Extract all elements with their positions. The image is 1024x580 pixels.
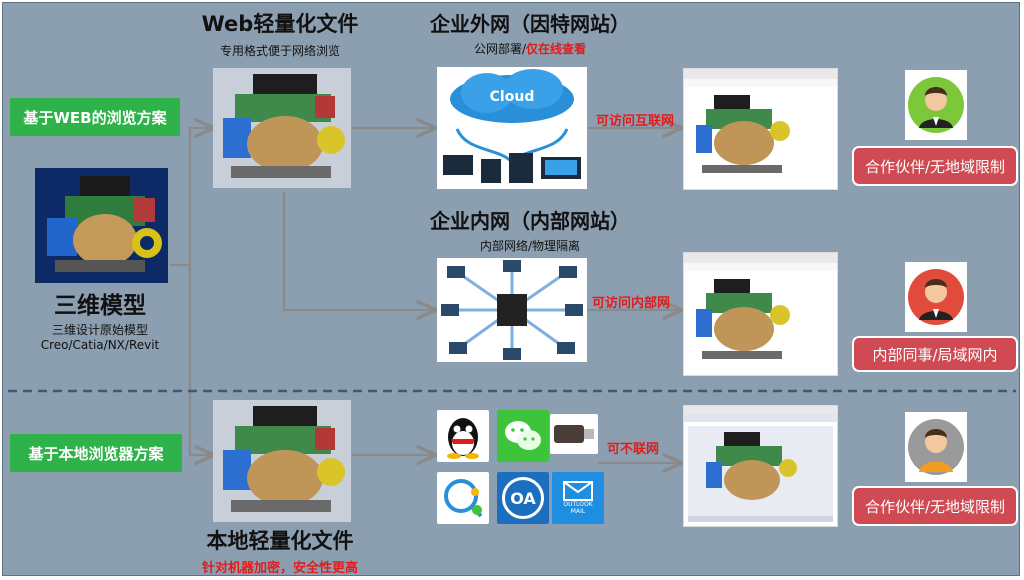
wechat-app-icon — [497, 410, 549, 462]
local-file-engine-image — [213, 400, 351, 522]
intranet-title: 企业内网（内部网站） — [430, 209, 630, 233]
trunk-line-down — [188, 265, 212, 455]
internal-avatar-red — [905, 262, 967, 332]
model-title: 三维模型 — [54, 293, 146, 319]
local-file-title: 本地轻量化文件 — [206, 529, 354, 553]
partner-local-badge-text: 合作伙伴/无地域限制 — [864, 497, 1006, 516]
internal-badge-text: 内部同事/局域网内 — [872, 345, 998, 364]
extranet-access-label: 可访问互联网 — [596, 114, 675, 129]
extranet-browser-screenshot — [683, 68, 838, 190]
web-file-engine-image — [213, 68, 351, 188]
partner-local-badge: 合作伙伴/无地域限制 — [852, 486, 1018, 526]
extranet-title: 企业外网（因特网站） — [430, 12, 630, 36]
extranet-subtitle-red: 仅在线查看 — [526, 42, 587, 56]
usb-drive-icon — [550, 414, 598, 454]
intranet-access-label: 可访问内部网 — [592, 296, 671, 311]
intranet-browser-screenshot — [683, 252, 838, 376]
local-scheme-label: 基于本地浏览器方案 — [10, 434, 182, 472]
partner-avatar-green — [905, 70, 967, 140]
trunk-line — [170, 128, 212, 267]
internal-badge: 内部同事/局域网内 — [852, 336, 1018, 372]
model-desc: 三维设计原始模型 — [51, 323, 148, 337]
partner-avatar-orange — [905, 412, 967, 482]
cloud-label: Cloud — [489, 89, 535, 105]
oa-app-label: OA — [502, 477, 544, 519]
outlook-mail-label: OUTLOOK MAIL — [563, 501, 593, 515]
extranet-subtitle-plain: 公网部署/ — [473, 42, 527, 56]
web-scheme-label: 基于WEB的浏览方案 — [10, 98, 180, 136]
cloud-network-image: Cloud — [437, 67, 587, 189]
dingtalk-app-icon — [437, 472, 489, 524]
web-scheme-text: 基于WEB的浏览方案 — [23, 108, 167, 127]
web-to-intranet-arrow — [282, 192, 434, 310]
extranet-subtitle: 公网部署/仅在线查看 — [405, 40, 655, 57]
local-scheme-text: 基于本地浏览器方案 — [28, 444, 164, 463]
intranet-subtitle: 内部网络/物理隔离 — [479, 239, 581, 253]
local-viewer-screenshot — [683, 405, 838, 527]
oa-app-icon: OA — [497, 472, 549, 524]
partner-web-badge-text: 合作伙伴/无地域限制 — [864, 157, 1006, 176]
model-formats: Creo/Catia/NX/Revit — [40, 338, 160, 352]
offline-access-label: 可不联网 — [607, 442, 660, 457]
web-file-title: Web轻量化文件 — [201, 12, 359, 36]
local-file-subtitle: 针对机器加密，安全性更高 — [201, 561, 358, 576]
qq-app-icon — [437, 410, 489, 462]
web-file-subtitle: 专用格式便于网络浏览 — [219, 44, 340, 58]
outlook-mail-app-icon: OUTLOOK MAIL — [552, 472, 604, 524]
intranet-network-image — [437, 258, 587, 362]
partner-web-badge: 合作伙伴/无地域限制 — [852, 146, 1018, 186]
engine-model-image — [35, 168, 168, 283]
